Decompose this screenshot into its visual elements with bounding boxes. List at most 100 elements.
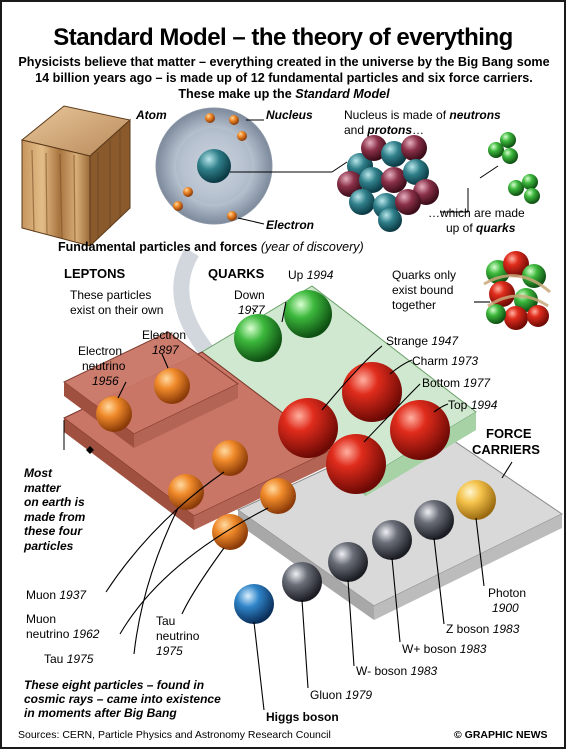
photon-year: 1900	[492, 601, 519, 615]
protons-word: protons	[367, 123, 413, 137]
muon-neutrino-label-1: Muon	[26, 612, 57, 626]
gluon-name: Gluon	[310, 688, 343, 702]
intro-emphasis: Standard Model	[295, 87, 390, 101]
lepton-spheres	[96, 368, 296, 550]
electron-top-label: Electron	[266, 218, 315, 232]
wood-cube-icon	[20, 105, 132, 248]
note-left-line: these four	[24, 524, 83, 538]
nucleus-desc-2: and	[344, 123, 368, 137]
bound-note-3: together	[392, 298, 437, 312]
page-title: Standard Model – the theory of everythin…	[53, 24, 513, 51]
electron-neutrino-label-1: Electron	[78, 344, 123, 358]
muon-year: 1937	[59, 588, 87, 602]
w-minus-name: W- boson	[356, 664, 408, 678]
note-left-line: made from	[24, 509, 86, 524]
leader-lines	[105, 301, 513, 711]
atom-icon	[155, 107, 348, 225]
atom-label: Atom	[136, 108, 167, 122]
quarks-description: …which are made	[428, 206, 525, 220]
z-year: 1983	[492, 622, 520, 636]
quarks-description-2: up of quarks	[446, 221, 515, 236]
eight-particles-note: These eight particles – found in cosmic …	[24, 678, 221, 720]
w-minus-sphere	[328, 542, 368, 582]
z-boson-sphere	[414, 500, 454, 540]
credit-text: © GRAPHIC NEWS	[454, 729, 548, 741]
higgs-sphere	[234, 584, 274, 624]
nucleus-desc-3: …	[412, 123, 425, 137]
muon-label: Muon 1937	[26, 588, 86, 603]
photon-label: Photon	[488, 586, 527, 600]
nucleus-icon	[337, 135, 439, 232]
leptons-desc-2: exist on their own	[70, 303, 164, 317]
electron-neutrino-sphere	[96, 396, 132, 432]
muon-name: Muon	[26, 588, 57, 602]
muon-sphere	[212, 440, 248, 476]
down-label: Down	[234, 288, 265, 302]
leptons-heading: LEPTONS	[64, 266, 126, 281]
w-plus-sphere	[372, 520, 412, 560]
quark-triplet-icon	[440, 132, 540, 213]
leptons-desc-1: These particles	[70, 288, 152, 302]
quarks-desc-2: up of	[446, 221, 477, 235]
tau-year: 1975	[66, 652, 94, 666]
charm-name: Charm	[412, 354, 449, 368]
atom-trail	[173, 247, 222, 368]
section-heading: Fundamental particles and forces (year o…	[58, 240, 364, 255]
boson-spheres	[234, 480, 496, 624]
quarks-heading: QUARKS	[208, 266, 265, 281]
tau-sphere	[168, 474, 204, 510]
note-left-line: on earth is	[24, 495, 85, 509]
muon-neutrino-name: neutrino	[26, 627, 70, 641]
tau-neutrino-label-2: neutrino	[156, 629, 200, 643]
bottom-quark-sphere	[326, 434, 386, 494]
electron-neutrino-label-2: neutrino	[82, 359, 126, 373]
muon-neutrino-label: neutrino 1962	[26, 627, 99, 642]
w-minus-year: 1983	[410, 664, 438, 678]
higgs-label: Higgs boson	[266, 710, 339, 724]
tau-name: Tau	[44, 652, 64, 666]
nucleus-description: Nucleus is made of neutrons	[344, 108, 501, 123]
down-year: 1977	[238, 303, 265, 317]
top-name: Top	[448, 398, 468, 412]
tau-neutrino-year: 1975	[156, 644, 183, 658]
gluon-sphere	[282, 562, 322, 602]
bound-quarks-icon	[483, 251, 551, 330]
sources-text: Sources: CERN, Particle Physics and Astr…	[18, 729, 331, 741]
intro-body: Physicists believe that matter – everyth…	[18, 55, 550, 101]
strange-year: 1947	[431, 334, 459, 348]
bottom-name: Bottom	[422, 376, 461, 390]
z-boson-label: Z boson 1983	[446, 622, 519, 637]
electron-neutrino-year: 1956	[92, 374, 119, 388]
quarks-word: quarks	[476, 221, 516, 235]
neutrons-word: neutrons	[449, 108, 501, 122]
z-name: Z boson	[446, 622, 490, 636]
w-plus-year: 1983	[459, 642, 487, 656]
tau-neutrino-sphere	[212, 514, 248, 550]
electron-label: Electron	[142, 328, 187, 342]
note-left-line: particles	[24, 538, 74, 553]
bound-note-2: exist bound	[392, 283, 454, 297]
section-heading-note: (year of discovery)	[260, 240, 364, 254]
muon-neutrino-year: 1962	[72, 627, 100, 641]
electron-sphere	[154, 368, 190, 404]
quark-spheres	[234, 290, 450, 494]
tau-neutrino-label-1: Tau	[156, 614, 176, 628]
charm-quark-sphere	[342, 362, 402, 422]
strange-name: Strange	[386, 334, 429, 348]
up-name: Up	[288, 268, 304, 282]
section-heading-text: Fundamental particles and forces	[58, 240, 261, 254]
muon-neutrino-sphere	[260, 478, 296, 514]
note-bottom-line: These eight particles – found in	[24, 678, 205, 692]
nucleus-description-2: and protons…	[344, 123, 424, 138]
note-bottom-line: in moments after Big Bang	[24, 706, 177, 720]
electron-year: 1897	[152, 343, 179, 357]
strange-quark-sphere	[278, 398, 338, 458]
tau-label: Tau 1975	[44, 652, 93, 667]
gluon-year: 1979	[345, 688, 373, 702]
bottom-year: 1977	[463, 376, 491, 390]
note-bottom-line: cosmic rays – came into existence	[24, 692, 221, 706]
nucleus-label: Nucleus	[266, 108, 313, 122]
force-heading-2: CARRIERS	[472, 442, 540, 457]
